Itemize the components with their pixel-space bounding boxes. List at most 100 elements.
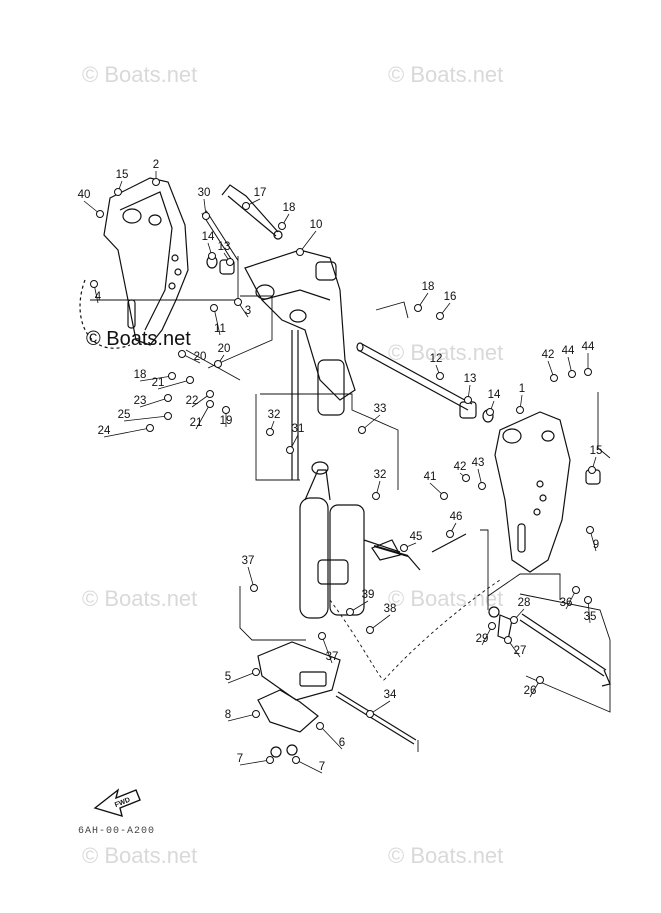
part-marker [296, 248, 304, 256]
part-marker [486, 408, 494, 416]
fwd-arrow-icon: FWD [93, 788, 141, 818]
part-number-label: 2 [153, 159, 159, 171]
part-marker [478, 482, 486, 490]
part-marker [436, 312, 444, 320]
part-marker [464, 396, 472, 404]
assembly-outlines [90, 256, 611, 752]
part-marker [584, 368, 592, 376]
part-marker [96, 210, 104, 218]
tilt-shaft [356, 342, 494, 423]
part-number-label: 42 [454, 461, 467, 473]
part-number-label: 6 [339, 737, 345, 749]
part-marker [316, 722, 324, 730]
watermark: © Boats.net [86, 328, 191, 350]
part-marker [318, 632, 326, 640]
part-marker [358, 426, 366, 434]
part-number-label: 41 [424, 471, 437, 483]
part-marker [234, 298, 242, 306]
part-marker [214, 360, 222, 368]
leader-line [157, 379, 191, 390]
part-marker [206, 390, 214, 398]
part-marker [146, 424, 154, 432]
part-number-label: 24 [98, 425, 111, 437]
part-number-label: 4 [95, 291, 102, 303]
part-number-label: 13 [464, 373, 477, 385]
part-marker [550, 374, 558, 382]
part-number-label: 26 [524, 685, 537, 697]
part-number-label: 14 [202, 231, 215, 243]
part-marker [510, 616, 518, 624]
part-number-label: 18 [283, 202, 296, 214]
part-marker [462, 474, 470, 482]
part-marker [242, 202, 250, 210]
part-marker [366, 626, 374, 634]
part-number-label: 37 [326, 651, 339, 663]
part-number-label: 42 [542, 349, 555, 361]
lower-brackets [257, 641, 417, 758]
leader-line [139, 375, 173, 382]
part-marker [164, 412, 172, 420]
part-marker [252, 710, 260, 718]
part-marker [436, 372, 444, 380]
part-number-label: 18 [134, 369, 147, 381]
part-number-label: 34 [384, 689, 397, 701]
part-marker [206, 400, 214, 408]
part-marker [90, 280, 98, 288]
part-marker [586, 526, 594, 534]
part-number-label: 33 [374, 403, 387, 415]
leader-line [299, 230, 317, 253]
part-marker [168, 372, 176, 380]
part-marker [266, 428, 274, 436]
part-number-label: 1 [519, 383, 525, 395]
watermark: © Boats.net [388, 586, 504, 611]
part-number-label: 30 [198, 187, 211, 199]
part-number-label: 39 [362, 589, 375, 601]
part-number-label: 14 [488, 389, 501, 401]
leader-line [103, 427, 151, 438]
part-number-label: 15 [116, 169, 129, 181]
part-marker [250, 584, 258, 592]
part-number-label: 22 [186, 395, 199, 407]
part-marker [114, 188, 122, 196]
part-number-label: 43 [472, 457, 485, 469]
part-marker [278, 222, 286, 230]
part-number-label: 44 [562, 345, 575, 357]
part-number-label: 12 [430, 353, 443, 365]
part-marker [536, 676, 544, 684]
part-number-label: 46 [450, 511, 463, 523]
part-marker [292, 756, 300, 764]
part-marker [504, 636, 512, 644]
part-marker [252, 668, 260, 676]
clamp-bracket-left [79, 177, 189, 349]
part-number-label: 10 [310, 219, 323, 231]
part-marker [588, 466, 596, 474]
callouts: 1234567789101112131314141515161718181819… [78, 159, 602, 774]
part-number-label: 27 [514, 645, 527, 657]
part-marker [178, 350, 186, 358]
part-number-label: 31 [292, 423, 305, 435]
watermark: © Boats.net [82, 62, 198, 87]
leader-line [195, 403, 211, 430]
clamp-bracket-right [494, 411, 601, 573]
watermark: © Boats.net [82, 843, 198, 868]
leader-line [227, 671, 257, 684]
part-number-label: 13 [218, 241, 231, 253]
leader-line [295, 759, 323, 774]
part-marker [208, 252, 216, 260]
watermark: © Boats.net [388, 340, 504, 365]
part-number-label: 18 [422, 281, 435, 293]
part-number-label: 23 [134, 395, 147, 407]
part-number-label: 40 [78, 189, 91, 201]
watermark: © Boats.net [388, 843, 504, 868]
part-number-label: 21 [152, 377, 165, 389]
leader-line [139, 397, 169, 408]
part-marker [488, 622, 496, 630]
part-number-label: 19 [220, 415, 233, 427]
watermark: © Boats.net [388, 62, 504, 87]
part-marker [366, 710, 374, 718]
part-marker [164, 394, 172, 402]
part-number-label: 29 [476, 633, 489, 645]
part-number-label: 17 [254, 187, 267, 199]
part-number-label: 45 [410, 531, 423, 543]
